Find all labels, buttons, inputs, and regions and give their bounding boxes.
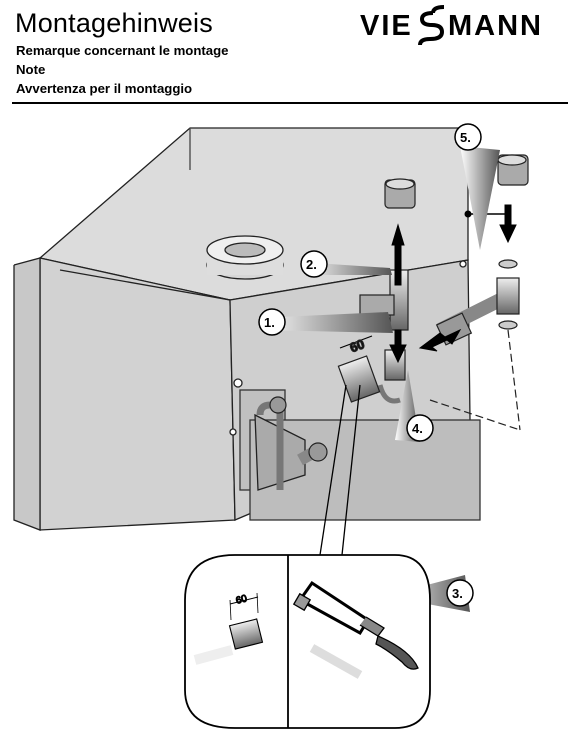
step-3-label: 3.: [452, 586, 463, 601]
step-5-label: 5.: [460, 130, 471, 145]
inset-pipe-detail: 60: [193, 593, 264, 665]
header-divider: [12, 102, 568, 104]
boiler-pipes: [256, 384, 401, 490]
page-title: Montagehinweis: [15, 8, 213, 38]
step-4-label: 4.: [412, 421, 423, 436]
subtitle-english: Note: [16, 62, 46, 77]
installation-illustration: 60 1. 2: [13, 123, 529, 729]
subtitle-french: Remarque concernant le montage: [16, 43, 229, 58]
detail-inset: [184, 554, 431, 729]
step-1-label: 1.: [264, 315, 275, 330]
step-1-pointer: [258, 312, 393, 333]
detail-leaders: [319, 384, 361, 556]
step-markers: 1. 2. 3. 4. 5.: [258, 123, 482, 607]
cut-pipe: 60: [337, 335, 381, 403]
subtitle-italian: Avvertenza per il montaggio: [16, 81, 193, 96]
viessmann-logo: VIE MANN: [360, 5, 543, 46]
dimension-label-detail: 60: [235, 593, 249, 606]
svg-text:VIE: VIE: [360, 10, 413, 42]
document-header: Montagehinweis Remarque concernant le mo…: [0, 0, 574, 110]
gas-fittings: [359, 154, 529, 431]
hacksaw-icon: [292, 580, 419, 679]
svg-text:MANN: MANN: [448, 10, 543, 42]
dimension-label-top: 60: [348, 336, 367, 355]
step-5-pointer: [460, 146, 500, 250]
step-2-label: 2.: [306, 257, 317, 272]
